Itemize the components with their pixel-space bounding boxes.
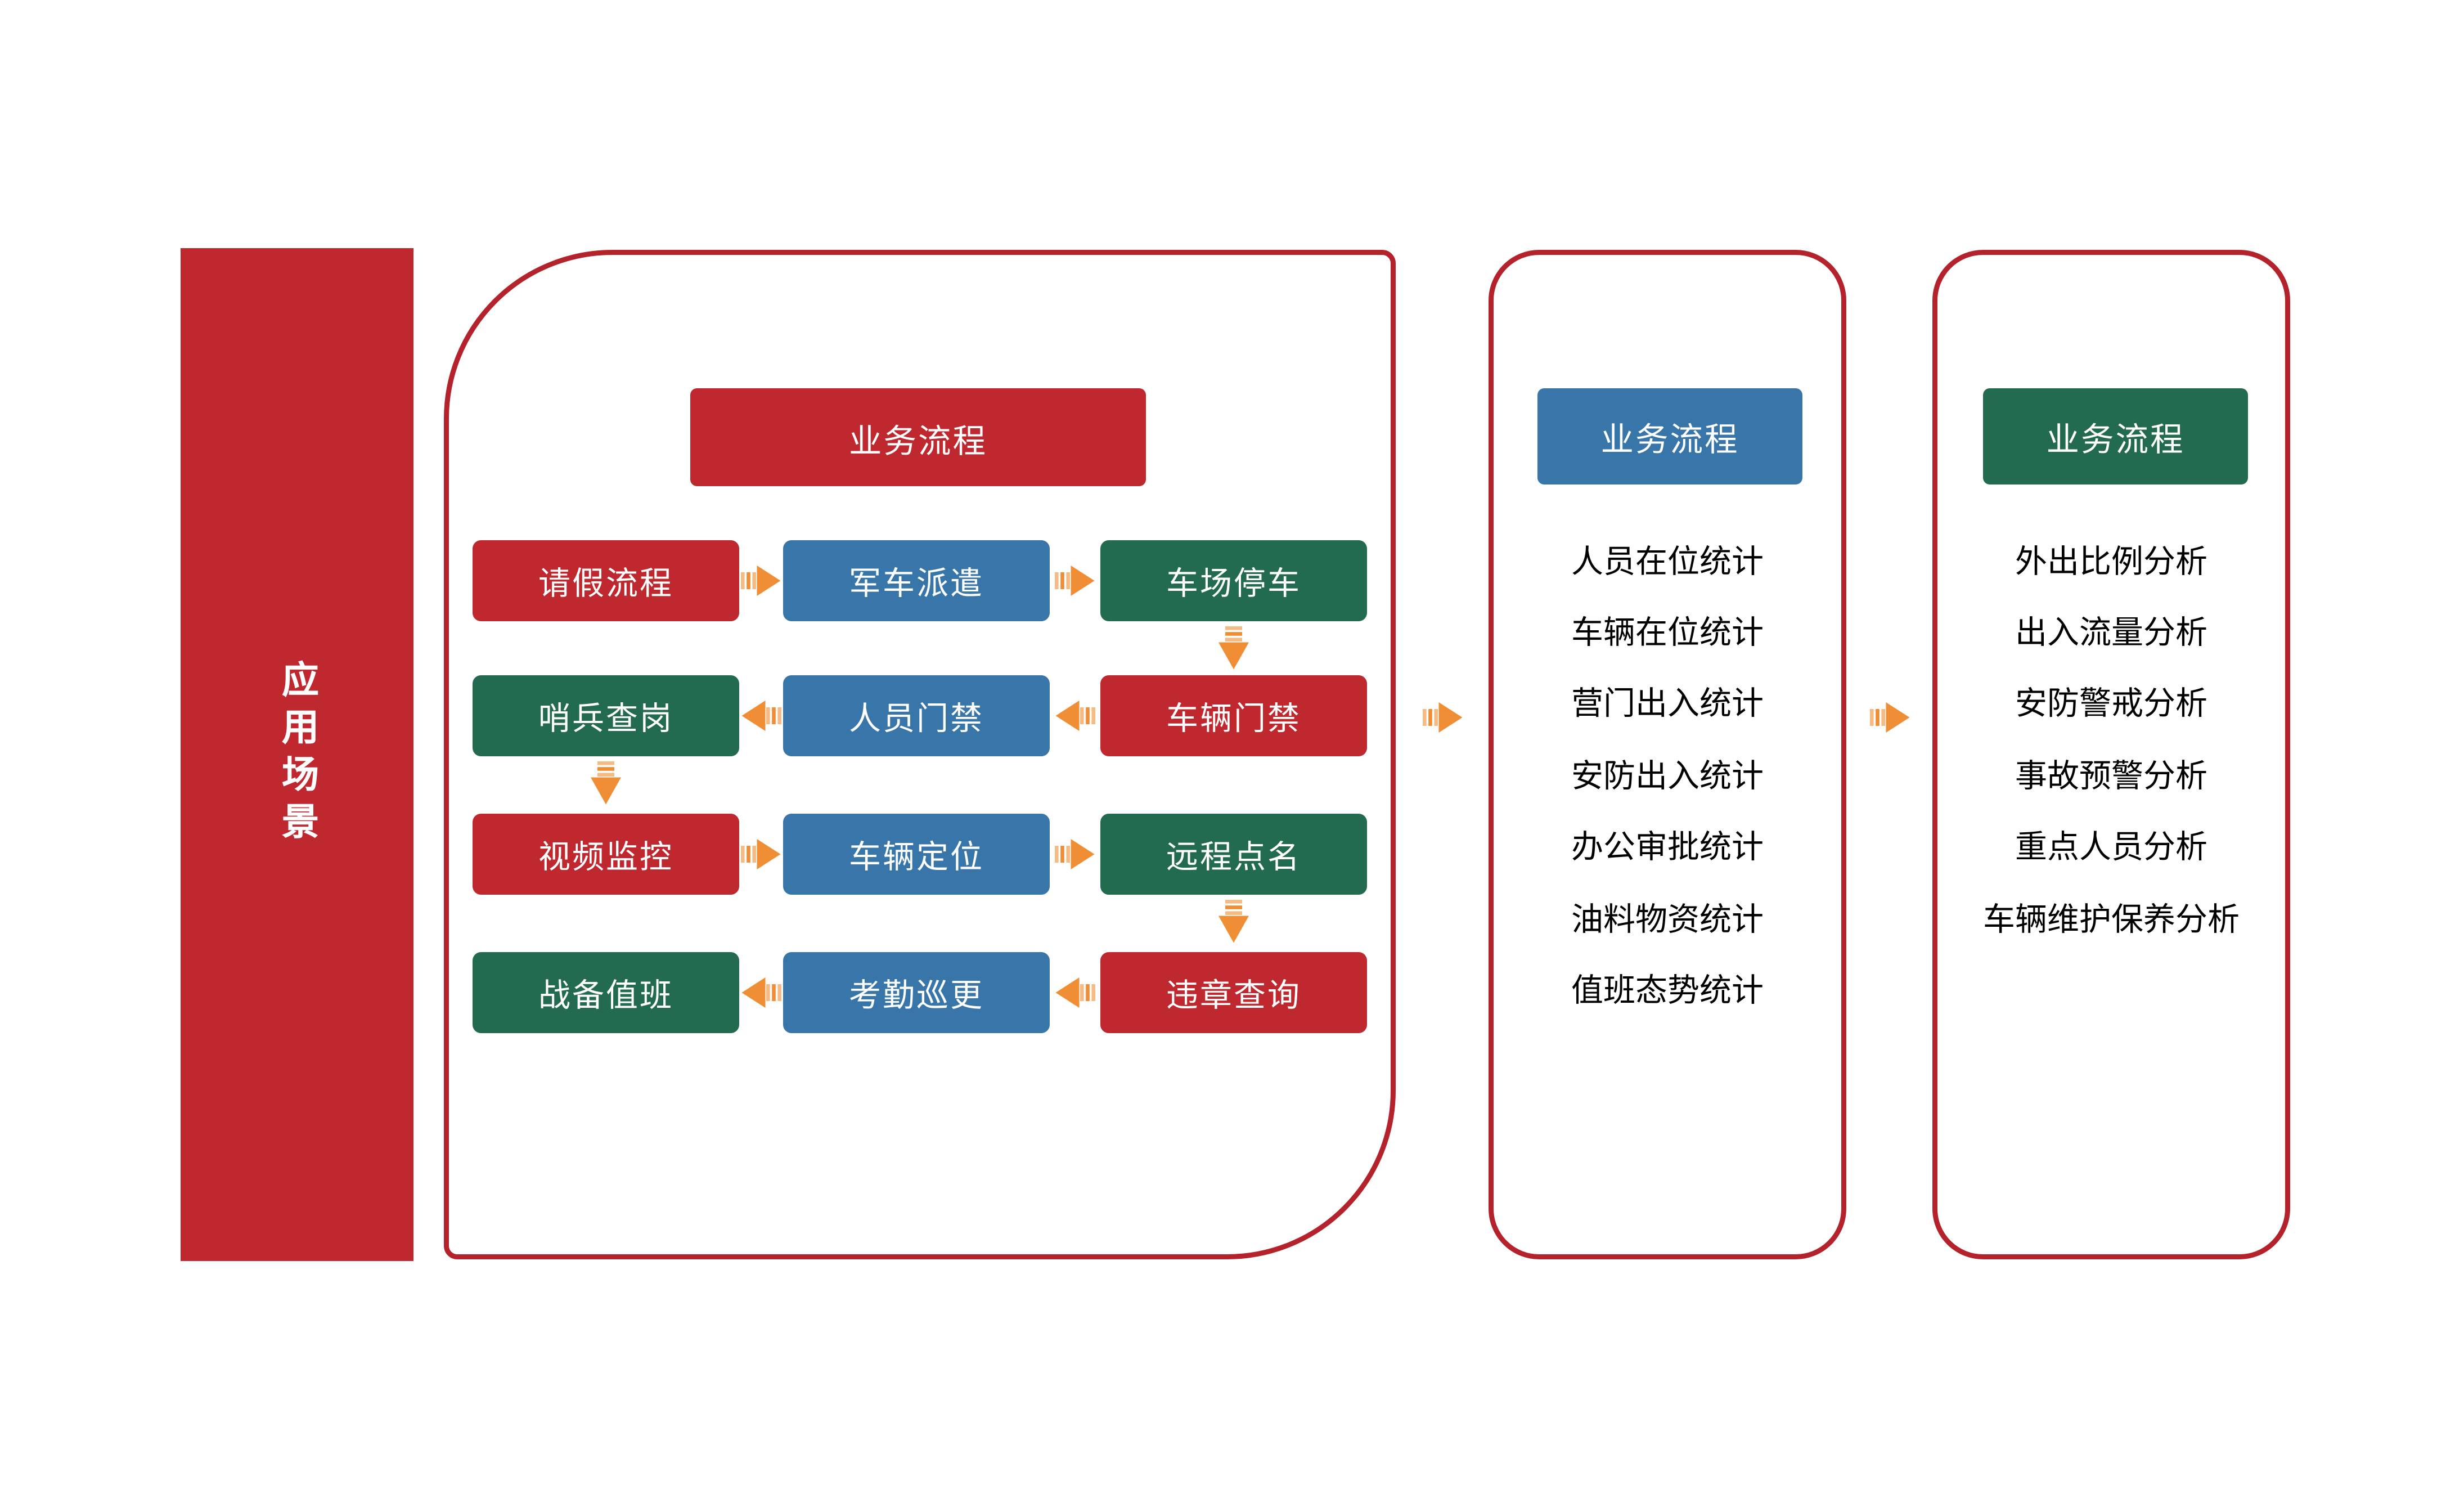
application-scenarios-title: 应用场景 bbox=[277, 660, 319, 849]
flow-box: 车辆门禁 bbox=[1100, 675, 1367, 756]
list-item: 车辆维护保养分析 bbox=[1982, 902, 2240, 938]
flow-box: 考勤巡更 bbox=[783, 952, 1050, 1033]
flow-arrow-right-icon bbox=[1055, 839, 1095, 869]
flow-box: 视频监控 bbox=[473, 814, 739, 895]
list-item: 外出比例分析 bbox=[2015, 545, 2207, 581]
flow-box: 人员门禁 bbox=[783, 675, 1050, 756]
flow-box: 远程点名 bbox=[1100, 814, 1367, 895]
flow-arrow-left-icon bbox=[1055, 701, 1095, 731]
list-item: 值班态势统计 bbox=[1571, 974, 1764, 1010]
flow-arrow-down-icon bbox=[591, 761, 621, 805]
list-item: 油料物资统计 bbox=[1571, 902, 1764, 938]
analysis-header-chip: 业务流程 bbox=[1983, 388, 2248, 484]
flow-box: 车辆定位 bbox=[783, 814, 1050, 895]
list-item: 车辆在位统计 bbox=[1571, 616, 1764, 652]
analysis-list: 外出比例分析 出入流量分析 安防警戒分析 事故预警分析 重点人员分析 车辆维护保… bbox=[1932, 523, 2290, 953]
flow-arrow-left-icon bbox=[741, 977, 781, 1008]
flow-arrow-down-icon bbox=[1218, 626, 1249, 670]
flow-arrow-down-icon bbox=[1218, 900, 1249, 943]
panel-link-arrow-icon bbox=[1423, 702, 1463, 733]
list-item: 安防出入统计 bbox=[1571, 759, 1764, 795]
statistics-list: 人员在位统计 车辆在位统计 营门出入统计 安防出入统计 办公审批统计 油料物资统… bbox=[1489, 523, 1846, 1024]
list-item: 营门出入统计 bbox=[1571, 688, 1764, 724]
panel-link-arrow-icon bbox=[1870, 702, 1910, 733]
list-item: 重点人员分析 bbox=[2015, 831, 2207, 867]
flow-box: 请假流程 bbox=[473, 540, 739, 621]
flow-header-chip: 业务流程 bbox=[690, 388, 1146, 486]
flow-arrow-left-icon bbox=[1055, 977, 1095, 1008]
list-item: 人员在位统计 bbox=[1571, 545, 1764, 581]
flow-arrow-left-icon bbox=[741, 701, 781, 731]
list-item: 出入流量分析 bbox=[2015, 616, 2207, 652]
flow-box: 车场停车 bbox=[1100, 540, 1367, 621]
flow-arrow-right-icon bbox=[1055, 566, 1095, 596]
flow-arrow-right-icon bbox=[741, 839, 781, 869]
flow-box: 军车派遣 bbox=[783, 540, 1050, 621]
list-item: 事故预警分析 bbox=[2015, 759, 2207, 795]
list-item: 办公审批统计 bbox=[1571, 831, 1764, 867]
flow-arrow-right-icon bbox=[741, 566, 781, 596]
flow-box: 战备值班 bbox=[473, 952, 739, 1033]
list-item: 安防警戒分析 bbox=[2015, 688, 2207, 724]
application-scenarios-banner: 应用场景 bbox=[181, 248, 413, 1261]
statistics-header-chip: 业务流程 bbox=[1537, 388, 1802, 484]
flow-box: 违章查询 bbox=[1100, 952, 1367, 1033]
flow-box: 哨兵查岗 bbox=[473, 675, 739, 756]
